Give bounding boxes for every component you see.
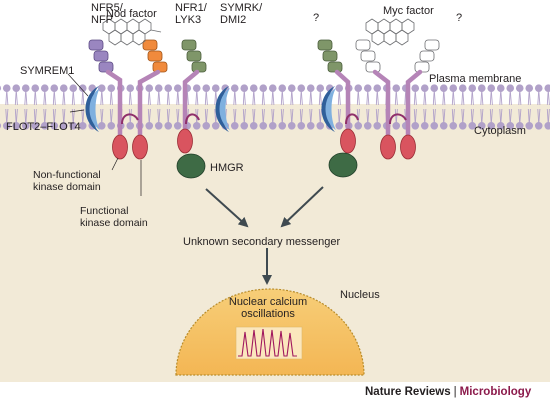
symrem1-crescent-right: [325, 88, 336, 130]
nod-factor-label: Nod factor: [106, 8, 157, 20]
symrem1-crescent-right: [321, 86, 335, 132]
myc-factor-label: Myc factor: [383, 5, 434, 17]
journal-credit: Nature Reviews|Microbiology: [365, 386, 531, 398]
nod-factor-molecule: [102, 18, 162, 46]
flot-label: FLOT2–FLOT4: [6, 121, 81, 133]
symrem1-crescent-left: [85, 86, 99, 132]
nfr5-receptor: [88, 39, 128, 160]
receptor-loop: [121, 113, 139, 125]
nfr1-label: NFR1/LYK3: [175, 2, 208, 26]
symrk-receptor: [177, 39, 207, 154]
symrem1-crescent-left: [89, 88, 100, 130]
signal-arrows: [205, 186, 324, 285]
credit-separator: |: [453, 386, 457, 398]
hmgr-label: HMGR: [210, 162, 244, 174]
myc-receptor-b: [400, 39, 440, 160]
publisher-name: Nature Reviews: [365, 386, 451, 398]
receptor-loop-right: [389, 113, 407, 125]
leader-lines: [67, 73, 142, 196]
question-mark-right: ?: [456, 12, 462, 24]
myc-kinase-b: [400, 134, 416, 160]
symrem1-crescent-left-2: [219, 88, 230, 130]
symrk-kinase-domain: [177, 128, 193, 154]
nonfunctional-kinase-domain: [112, 134, 128, 160]
nucleus-label: Nucleus: [340, 289, 380, 301]
nucleus: [175, 288, 365, 376]
plasma-membrane-label: Plasma membrane: [429, 73, 521, 85]
arrow-right-to-messenger: [280, 186, 324, 228]
hmgr-protein: [176, 153, 206, 179]
symrem1-label: SYMREM1: [20, 65, 74, 77]
myc-kinase-a: [380, 134, 396, 160]
question-mark-left: ?: [313, 12, 319, 24]
nfr1-receptor: [132, 39, 168, 160]
functional-kinase-domain: [132, 134, 148, 160]
secondary-messenger-label: Unknown secondary messenger: [183, 236, 340, 248]
hmgr-protein-right: [328, 152, 358, 178]
nfr5-label: NFR5/NFP: [91, 2, 124, 26]
plasma-membrane: [0, 84, 550, 130]
myc-receptor-a: [355, 39, 396, 160]
calcium-oscillation-trace: [238, 328, 297, 357]
myc-factor-molecule: [365, 18, 415, 46]
cytoplasm-label: Cytoplasm: [474, 125, 526, 137]
myc-symrk-receptor: [317, 39, 359, 154]
journal-name: Microbiology: [459, 386, 532, 398]
myc-symrk-kinase: [340, 128, 356, 154]
arrow-left-to-messenger: [205, 188, 249, 228]
symrk-label: SYMRK/DMI2: [220, 2, 263, 26]
symrem1-crescent-left-2: [215, 86, 229, 132]
